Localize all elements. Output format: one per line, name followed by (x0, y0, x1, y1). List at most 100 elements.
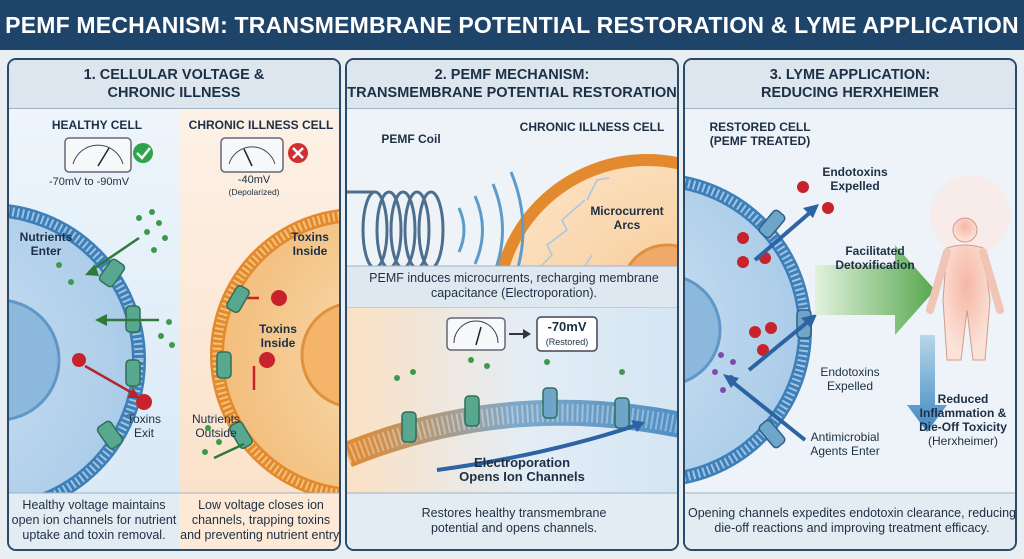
panel1-heading-line2: CHRONIC ILLNESS (107, 85, 241, 101)
arcs-label: Microcurrent Arcs (587, 204, 667, 232)
title-bar: PEMF MECHANISM: TRANSMEMBRANE POTENTIAL … (0, 0, 1024, 50)
open-channels (401, 387, 630, 443)
label-line: Antimicrobial (810, 430, 880, 444)
antimicrobial-label: Antimicrobial Agents Enter (795, 430, 895, 458)
panel-lyme-application: 3. LYME APPLICATION: REDUCING HERXHEIMER… (683, 58, 1017, 551)
caption-right-bg (179, 493, 339, 549)
panel-pemf-mechanism: 2. PEMF MECHANISM: TRANSMEMBRANE POTENTI… (345, 58, 679, 551)
expel-arrow (747, 318, 812, 372)
healthy-channel (96, 420, 124, 450)
panel1-illustration (9, 108, 339, 549)
caption-bg (347, 493, 677, 549)
healthy-membrane-heads (9, 206, 144, 514)
caption-line: Opening channels expedites endotoxin cle… (687, 506, 1016, 520)
toxin-exit-arrow (84, 364, 135, 396)
label-line: Agents Enter (810, 444, 880, 458)
closed-channel (226, 284, 250, 314)
closed-channel (216, 351, 232, 379)
label-line: Opens Ion Channels (459, 469, 585, 484)
label-line: Reduced (937, 392, 989, 406)
label-line: Microcurrent (590, 204, 664, 218)
endotoxin-particles (737, 181, 834, 356)
panel2-header: 2. PEMF MECHANISM: TRANSMEMBRANE POTENTI… (347, 60, 677, 109)
caption-line: die-off reactions and improving treatmen… (714, 521, 990, 535)
outside-nutrients (202, 425, 222, 455)
panel3-heading-line1: 3. LYME APPLICATION: (769, 67, 931, 83)
electroporation-arrow (436, 423, 638, 472)
restored-readout-box (536, 316, 598, 352)
panel2-caption: Restores healthy transmembrane potential… (347, 506, 677, 536)
label-line: Expelled (826, 379, 874, 393)
page-title: PEMF MECHANISM: TRANSMEMBRANE POTENTIAL … (5, 11, 1019, 38)
chronic-cell-title: CHRONIC ILLNESS CELL (188, 118, 334, 132)
label-line: Inflammation & (919, 406, 1007, 420)
label-line: Toxins (259, 322, 297, 336)
chronic-voltmeter-icon (220, 137, 284, 173)
caption-line: potential and opens channels. (430, 521, 598, 535)
human-figure-icon (926, 175, 1010, 361)
label-line: Nutrients (191, 412, 241, 426)
panel1-header: 1. CELLULAR VOLTAGE & CHRONIC ILLNESS (9, 60, 339, 109)
restored-cell-body (685, 183, 805, 477)
endotoxins-mid-label: Endotoxins Expelled (810, 365, 890, 393)
chronic-voltage: -40mV (237, 174, 271, 186)
caption-bg (685, 493, 1015, 549)
label-line: Detoxification (835, 258, 915, 272)
label-line: RESTORED CELL (709, 120, 811, 134)
detox-label: Facilitated Detoxification (820, 244, 930, 272)
detox-arrow (815, 245, 935, 335)
healthy-channel (125, 359, 141, 387)
label-line: Exit (133, 426, 154, 440)
label-line: Outside (195, 426, 237, 440)
panel3-illustration (685, 108, 1015, 549)
expel-arrow (753, 208, 815, 262)
panel2-heading-line2: TRANSMEMBRANE POTENTIAL RESTORATION (347, 85, 677, 101)
restored-voltage: -70mV (547, 319, 587, 334)
caption-line: and preventing nutrient entry. (180, 528, 341, 542)
label-line: Inside (292, 244, 328, 258)
healthy-voltage: -70mV to -90mV (48, 176, 130, 188)
caption-line: channels, trapping toxins (191, 513, 331, 527)
label-line: Inside (260, 336, 296, 350)
nutrient-arrow (88, 236, 140, 274)
panel3-header: 3. LYME APPLICATION: REDUCING HERXHEIMER (685, 60, 1015, 109)
caption-line: uptake and toxin removal. (22, 528, 166, 542)
toxins-inside-label: Toxins Inside (249, 322, 307, 350)
cell-label: CHRONIC ILLNESS CELL (519, 120, 665, 134)
caption-line: open ion channels for nutrient (11, 513, 177, 527)
label-line: Endotoxins (820, 365, 880, 379)
label-line: (PEMF TREATED) (709, 134, 811, 148)
healthy-voltmeter-icon (64, 137, 132, 173)
panel1-caption-left: Healthy voltage maintains open ion chann… (9, 498, 179, 543)
healthy-channel (98, 258, 126, 288)
caption-line: Restores healthy transmembrane (421, 506, 607, 520)
mid-caption-bg (347, 266, 677, 308)
label-line: Endotoxins (822, 165, 888, 179)
mid-caption: PEMF induces microcurrents, recharging m… (347, 271, 677, 301)
panel1-caption-right: Low voltage closes ion channels, trappin… (179, 498, 341, 543)
toxins-exit-label: Toxins Exit (114, 412, 174, 440)
chronic-nucleus (300, 303, 339, 407)
label-line: Die-Off Toxicity (919, 420, 1007, 434)
restored-note: (Restored) (545, 337, 589, 347)
electroporation-label: Electroporation Opens Ion Channels (437, 456, 607, 484)
nutrient-particles (394, 357, 625, 381)
coil-label: PEMF Coil (381, 132, 441, 146)
chronic-cell-body (217, 216, 339, 494)
label-line: Electroporation (473, 455, 571, 470)
restored-voltmeter-icon (446, 317, 506, 351)
panel3-heading-line2: REDUCING HERXHEIMER (760, 85, 940, 101)
reduction-arrow (907, 335, 947, 432)
cross-icon (288, 143, 308, 163)
reduced-inflammation-label: Reduced Inflammation & Die-Off Toxicity … (909, 392, 1015, 448)
nutrients-enter-label: Nutrients Enter (11, 230, 81, 258)
healthy-cell-title: HEALTHY CELL (51, 118, 143, 132)
label-line: (Herxheimer) (927, 434, 998, 448)
panel3-caption: Opening channels expedites endotoxin cle… (685, 506, 1016, 536)
label-line: Arcs (613, 218, 641, 232)
closed-channel (229, 420, 253, 450)
check-icon (133, 143, 153, 163)
nutrient-particles (56, 209, 175, 348)
panel2-illustration (347, 108, 677, 549)
